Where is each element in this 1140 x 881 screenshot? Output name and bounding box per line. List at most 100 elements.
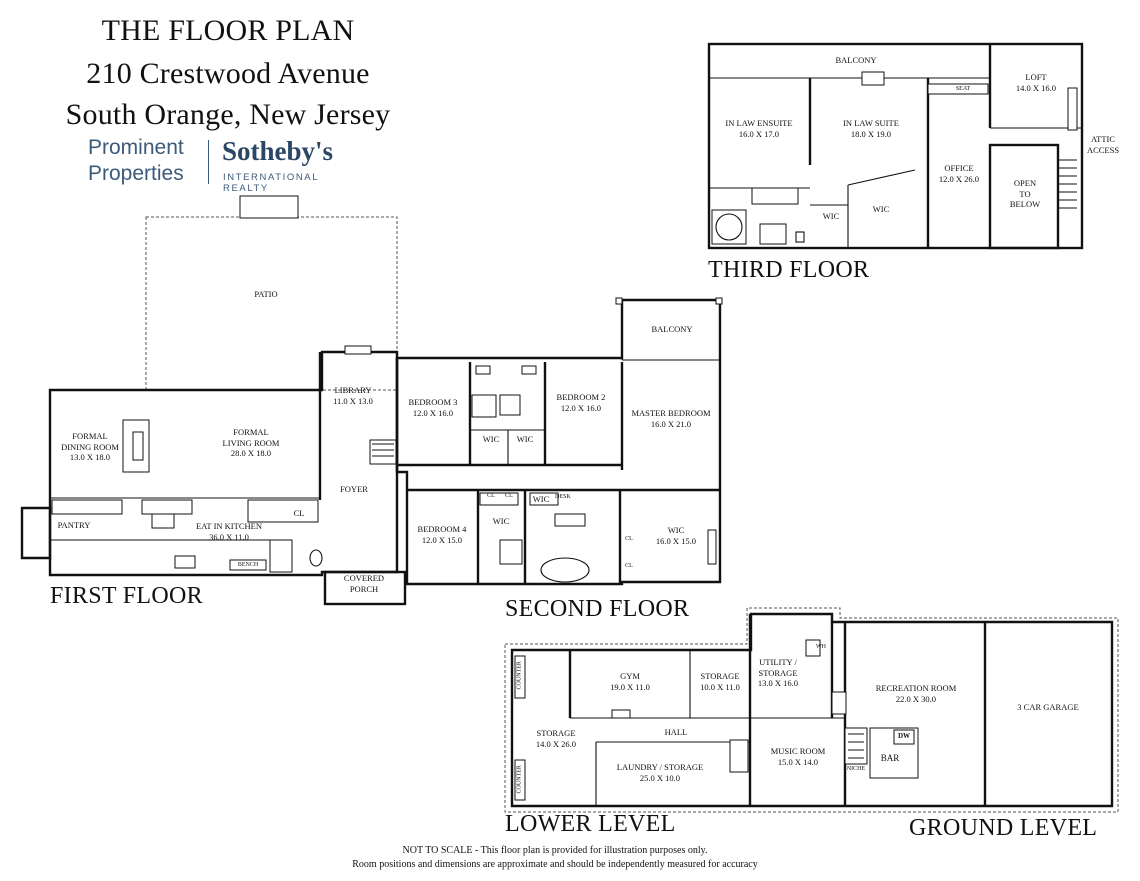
lower-ground-plan [504, 607, 1119, 813]
bedroom4-dims: 12.0 X 15.0 [421, 534, 463, 545]
first-floor-label: FIRST FLOOR [50, 583, 203, 609]
bedroom3-dims: 12.0 X 16.0 [412, 407, 454, 418]
counter-b-label: COUNTER [516, 765, 523, 794]
property-city: South Orange, New Jersey [65, 98, 391, 131]
property-address: 210 Crestwood Avenue [86, 57, 370, 90]
bedroom3-label: BEDROOM 3 12.0 X 16.0 [400, 397, 466, 418]
covered-porch-name2: PORCH [349, 583, 379, 594]
in-law-ensuite-dims: 16.0 X 17.0 [738, 128, 780, 139]
storage-b-name: STORAGE [536, 728, 576, 738]
bedroom2-name: BEDROOM 2 [556, 392, 606, 402]
closet-first-label: CL [293, 508, 305, 518]
storage-a-label: STORAGE 10.0 X 11.0 [692, 671, 748, 692]
formal-living-label: FORMAL LIVING ROOM 28.0 X 18.0 [206, 427, 296, 459]
hall-label: HALL [664, 727, 688, 737]
closet-d-label: CL [625, 563, 633, 569]
water-heater-label: WH [816, 644, 826, 650]
garage-label: 3 CAR GARAGE [1017, 702, 1079, 712]
bar-label: BAR [880, 753, 900, 763]
disclaimer: NOT TO SCALE - This floor plan is provid… [260, 844, 850, 871]
kitchen-dims: 36.0 X 11.0 [209, 531, 249, 542]
covered-porch-name1: COVERED [343, 573, 385, 583]
disclaimer-line1: NOT TO SCALE - This floor plan is provid… [402, 845, 708, 856]
attic-line2: ACCESS [1086, 144, 1120, 155]
bedroom3-name: BEDROOM 3 [408, 397, 458, 407]
bench-label: BENCH [237, 562, 259, 568]
utility-dims: 13.0 X 16.0 [757, 678, 799, 689]
utility-label: UTILITY / STORAGE 13.0 X 16.0 [752, 657, 804, 689]
third-floor-label: THIRD FLOOR [708, 257, 870, 283]
balcony-second-label: BALCONY [651, 324, 693, 334]
utility-line1: UTILITY / [759, 657, 797, 667]
closet-c-label: CL [625, 536, 633, 542]
attic-access-label: ATTIC ACCESS [1080, 134, 1126, 155]
master-bedroom-label: MASTER BEDROOM 16.0 X 21.0 [624, 408, 718, 429]
third-floor-plan [707, 42, 1084, 250]
in-law-suite-dims: 18.0 X 19.0 [850, 128, 892, 139]
gym-dims: 19.0 X 11.0 [610, 681, 650, 692]
in-law-ensuite-name: IN LAW ENSUITE [725, 118, 793, 128]
master-wic-name: WIC [667, 525, 685, 535]
open-to-below-label: OPEN TO BELOW [1000, 178, 1050, 210]
wic-third-b-label: WIC [872, 204, 890, 214]
kitchen-label: EAT IN KITCHEN 36.0 X 11.0 [186, 521, 272, 542]
music-room-dims: 15.0 X 14.0 [777, 756, 819, 767]
gym-name: GYM [620, 671, 640, 681]
first-floor-plan [20, 195, 407, 606]
brand-sothebys: Sotheby's [222, 136, 334, 166]
patio-label: PATIO [254, 289, 278, 299]
brand-logo: Prominent Properties Sotheby's INTERNATI… [86, 136, 366, 194]
loft-label: LOFT 14.0 X 16.0 [1006, 72, 1066, 93]
disclaimer-line2: Room positions and dimensions are approx… [352, 858, 758, 870]
bedroom2-dims: 12.0 X 16.0 [560, 402, 602, 413]
recreation-room-label: RECREATION ROOM 22.0 X 30.0 [870, 683, 962, 704]
formal-dining-label: FORMAL DINING ROOM 13.0 X 18.0 [54, 431, 126, 463]
niche-label: NICHE [846, 766, 866, 772]
music-room-name: MUSIC ROOM [770, 746, 826, 756]
pantry-label: PANTRY [57, 520, 91, 530]
utility-line2: STORAGE [758, 667, 798, 678]
library-dims: 11.0 X 13.0 [333, 395, 373, 406]
library-label: LIBRARY 11.0 X 13.0 [322, 385, 384, 406]
recreation-room-name: RECREATION ROOM [875, 683, 957, 693]
in-law-ensuite-label: IN LAW ENSUITE 16.0 X 17.0 [714, 118, 804, 139]
in-law-suite-name: IN LAW SUITE [843, 118, 899, 128]
formal-living-name1: FORMAL [233, 427, 269, 437]
seat-label: SEAT [955, 86, 971, 92]
closet-a-label: CL [487, 493, 495, 499]
brand-international: INTERNATIONAL REALTY [223, 172, 319, 194]
gym-label: GYM 19.0 X 11.0 [600, 671, 660, 692]
attic-line1: ATTIC [1090, 134, 1116, 144]
balcony-third-label: BALCONY [835, 55, 877, 65]
in-law-suite-label: IN LAW SUITE 18.0 X 19.0 [828, 118, 914, 139]
dishwasher-label: DW [897, 732, 911, 740]
formal-dining-dims: 13.0 X 18.0 [69, 452, 111, 463]
bedroom2-label: BEDROOM 2 12.0 X 16.0 [548, 392, 614, 413]
counter-a-label: COUNTER [516, 661, 523, 690]
storage-b-label: STORAGE 14.0 X 26.0 [528, 728, 584, 749]
loft-dims: 14.0 X 16.0 [1015, 82, 1057, 93]
laundry-name: LAUNDRY / STORAGE [616, 762, 704, 772]
second-floor-plan [395, 297, 723, 586]
master-wic-dims: 16.0 X 15.0 [655, 535, 697, 546]
plan-title: THE FLOOR PLAN [101, 14, 355, 47]
master-bedroom-dims: 16.0 X 21.0 [650, 418, 692, 429]
brand-divider [208, 140, 209, 184]
music-room-label: MUSIC ROOM 15.0 X 14.0 [764, 746, 832, 767]
lower-level-label: LOWER LEVEL [505, 811, 676, 837]
storage-a-name: STORAGE [700, 671, 740, 681]
kitchen-name: EAT IN KITCHEN [196, 521, 262, 531]
closet-b-label: CL [505, 493, 513, 499]
ground-level-label: GROUND LEVEL [909, 815, 1098, 841]
open-line2: TO [1019, 188, 1031, 199]
wic-third-a-label: WIC [822, 211, 840, 221]
open-line1: OPEN [1013, 178, 1037, 188]
formal-dining-name2: DINING ROOM [61, 441, 119, 452]
open-line3: BELOW [1009, 199, 1041, 210]
wic-bed4-label: WIC [492, 516, 510, 526]
brand-prominent: Prominent [88, 136, 184, 159]
office-label: OFFICE 12.0 X 26.0 [930, 163, 988, 184]
office-dims: 12.0 X 26.0 [938, 173, 980, 184]
master-bedroom-name: MASTER BEDROOM [631, 408, 711, 418]
